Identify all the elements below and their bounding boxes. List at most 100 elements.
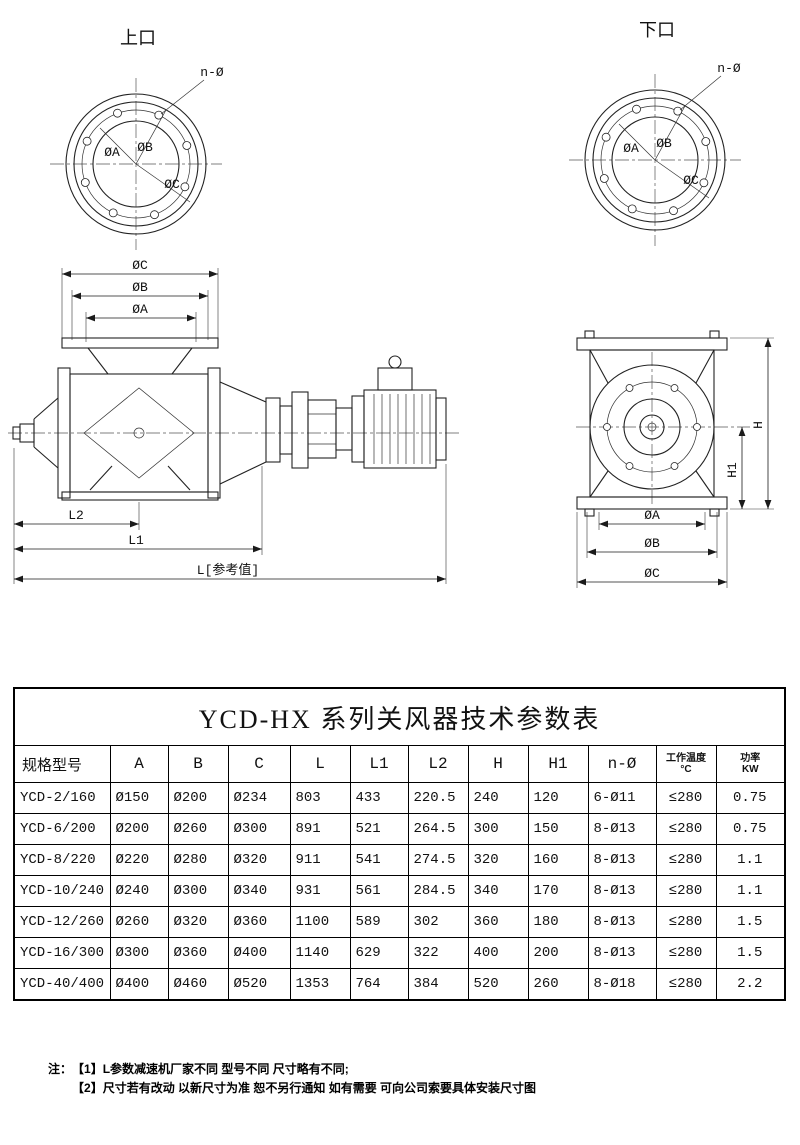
bolt-count-label: n-Ø	[717, 61, 741, 76]
cell-bolts: 8-Ø13	[587, 937, 657, 969]
gearbox	[265, 391, 353, 469]
dim-label-a: ØA	[132, 302, 148, 317]
spec-table-wrap: YCD-HX 系列关风器技术参数表 规格型号 A B C L L1 L2 H H…	[13, 687, 787, 1001]
cell-c: Ø340	[227, 875, 291, 907]
header-b: B	[167, 745, 229, 783]
cell-temp: ≤280	[655, 844, 717, 876]
bottom-flange-plate	[576, 496, 728, 510]
cell-l1: 589	[349, 906, 409, 938]
table-title: YCD-HX 系列关风器技术参数表	[13, 687, 786, 746]
cell-h: 340	[467, 875, 529, 907]
cell-l2: 264.5	[407, 813, 469, 845]
cell-b: Ø260	[167, 813, 229, 845]
table-title-row: YCD-HX 系列关风器技术参数表	[13, 687, 786, 746]
bolt-count-label: n-Ø	[200, 65, 224, 80]
cell-power: 2.2	[715, 968, 786, 1001]
cell-temp: ≤280	[655, 875, 717, 907]
cell-a: Ø200	[109, 813, 169, 845]
cell-a: Ø220	[109, 844, 169, 876]
header-power: 功率 KW	[715, 745, 786, 783]
cell-model: YCD-8/220	[13, 844, 111, 876]
bolt-leader-line	[160, 79, 205, 115]
header-a: A	[109, 745, 169, 783]
dim-label-b: ØB	[137, 140, 153, 155]
cell-c: Ø360	[227, 906, 291, 938]
bolt-circle	[81, 109, 191, 219]
cell-h1: 120	[527, 782, 589, 814]
cell-h1: 200	[527, 937, 589, 969]
cell-a: Ø240	[109, 875, 169, 907]
cell-bolts: 8-Ø13	[587, 875, 657, 907]
cell-b: Ø360	[167, 937, 229, 969]
cell-bolts: 8-Ø18	[587, 968, 657, 1001]
cell-l2: 322	[407, 937, 469, 969]
bore-circle	[611, 116, 699, 204]
cell-l1: 629	[349, 937, 409, 969]
cell-h1: 180	[527, 906, 589, 938]
top-flange-plate	[576, 337, 728, 351]
dim-label-b: ØB	[656, 136, 672, 151]
cell-c: Ø320	[227, 844, 291, 876]
header-h: H	[467, 745, 529, 783]
bolt-circle	[600, 105, 710, 215]
cell-l1: 561	[349, 875, 409, 907]
cell-h: 300	[467, 813, 529, 845]
header-h1: H1	[527, 745, 589, 783]
table-row: YCD-40/400 Ø400 Ø460 Ø520 1353 764 384 5…	[13, 968, 786, 1001]
cell-power: 1.5	[715, 937, 786, 969]
cell-temp: ≤280	[655, 813, 717, 845]
cell-bolts: 8-Ø13	[587, 844, 657, 876]
cell-model: YCD-16/300	[13, 937, 111, 969]
dim-label-a: ØA	[644, 508, 660, 523]
cell-l1: 764	[349, 968, 409, 1001]
cell-l2: 302	[407, 906, 469, 938]
cell-temp: ≤280	[655, 782, 717, 814]
cell-bolts: 6-Ø11	[587, 782, 657, 814]
table-row: YCD-8/220 Ø220 Ø280 Ø320 911 541 274.5 3…	[13, 844, 786, 876]
cell-power: 1.5	[715, 906, 786, 938]
dim-label-c: ØC	[132, 258, 148, 273]
shaft-hub	[639, 414, 665, 440]
cell-a: Ø400	[109, 968, 169, 1001]
flange-outer-circle	[65, 93, 207, 235]
cell-c: Ø520	[227, 968, 291, 1001]
spec-table: YCD-HX 系列关风器技术参数表 规格型号 A B C L L1 L2 H H…	[13, 687, 787, 1001]
cell-l1: 541	[349, 844, 409, 876]
cell-a: Ø260	[109, 906, 169, 938]
terminal-box	[377, 367, 413, 391]
cell-temp: ≤280	[655, 937, 717, 969]
cell-l1: 521	[349, 813, 409, 845]
cell-l2: 384	[407, 968, 469, 1001]
header-bolts: n-Ø	[587, 745, 657, 783]
header-l2: L2	[407, 745, 469, 783]
table-row: YCD-6/200 Ø200 Ø260 Ø300 891 521 264.5 3…	[13, 813, 786, 845]
dim-label-c: ØC	[644, 566, 660, 581]
cell-model: YCD-10/240	[13, 875, 111, 907]
header-temperature: 工作温度 °C	[655, 745, 717, 783]
cell-h1: 260	[527, 968, 589, 1001]
cell-temp: ≤280	[655, 906, 717, 938]
bore-circle	[92, 120, 180, 208]
flange-top-view-outlet: 下口 n-Ø ØA ØB ØC	[569, 20, 741, 246]
right-end-plate	[207, 367, 221, 499]
technical-drawing: 上口 n-Ø ØA ØB ØC	[8, 20, 774, 588]
cell-bolts: 8-Ø13	[587, 906, 657, 938]
header-l: L	[289, 745, 351, 783]
motor-end-cap	[435, 397, 447, 461]
inlet-flange-plate	[61, 337, 219, 349]
outlet-view-title: 下口	[639, 20, 675, 40]
dim-label-b: ØB	[132, 280, 148, 295]
flange-outer-circle	[584, 89, 726, 231]
cell-power: 0.75	[715, 813, 786, 845]
cell-l2: 284.5	[407, 875, 469, 907]
header-l1: L1	[349, 745, 409, 783]
notes-lines: 【1】L参数减速机厂家不同 型号不同 尺寸略有不同; 【2】尺寸若有改动 以新尺…	[72, 1060, 536, 1098]
motor	[351, 355, 447, 469]
table-row: YCD-10/240 Ø240 Ø300 Ø340 931 561 284.5 …	[13, 875, 786, 907]
dim-label-a: ØA	[623, 141, 639, 156]
cell-l: 891	[289, 813, 351, 845]
table-row: YCD-2/160 Ø150 Ø200 Ø234 803 433 220.5 2…	[13, 782, 786, 814]
cell-l2: 274.5	[407, 844, 469, 876]
dim-label-l-ref: L[参考值]	[197, 562, 259, 578]
